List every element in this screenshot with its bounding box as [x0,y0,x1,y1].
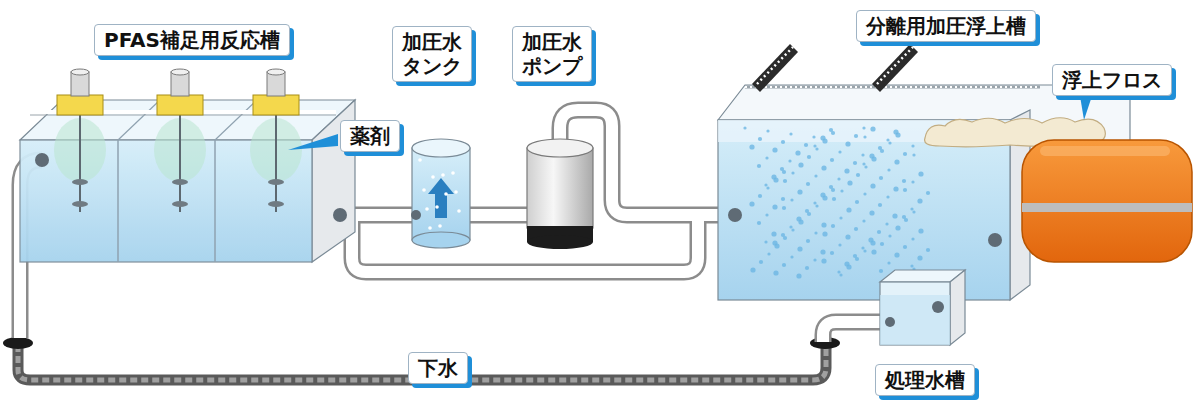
label-tag: 加圧水 ポンプ [512,26,592,82]
tag-text: 処理水槽 [885,368,965,392]
pressure-water-tank [411,139,470,248]
label-tag: 薬剤 [340,120,400,152]
tag-text: 加圧水 タンク [402,30,462,78]
tag-text: 分離用加圧浮上槽 [866,14,1026,38]
pressure-water-pump [527,139,593,249]
label-tag: PFAS補足用反応槽 [94,24,290,56]
froth-bag [1022,140,1192,262]
reaction-tank [20,100,355,262]
tag-text: 下水 [418,356,458,380]
air-bubbles [418,126,930,279]
label-tag: 下水 [408,352,468,384]
label-tag: 処理水槽 [875,364,975,396]
mixers [54,69,302,212]
scrapers [752,44,918,92]
sewer-pipe [3,337,840,380]
leader-lines [288,96,1092,150]
tag-text: PFAS補足用反応槽 [104,28,280,52]
label-tag: 分離用加圧浮上槽 [856,10,1036,42]
tag-text: 薬剤 [350,124,390,148]
label-tag: 浮上フロス [1052,64,1172,96]
label-tag: 加圧水 タンク [392,26,472,82]
tag-text: 加圧水 ポンプ [522,30,582,78]
treated-water-tank [880,270,965,345]
tag-text: 浮上フロス [1062,68,1162,92]
